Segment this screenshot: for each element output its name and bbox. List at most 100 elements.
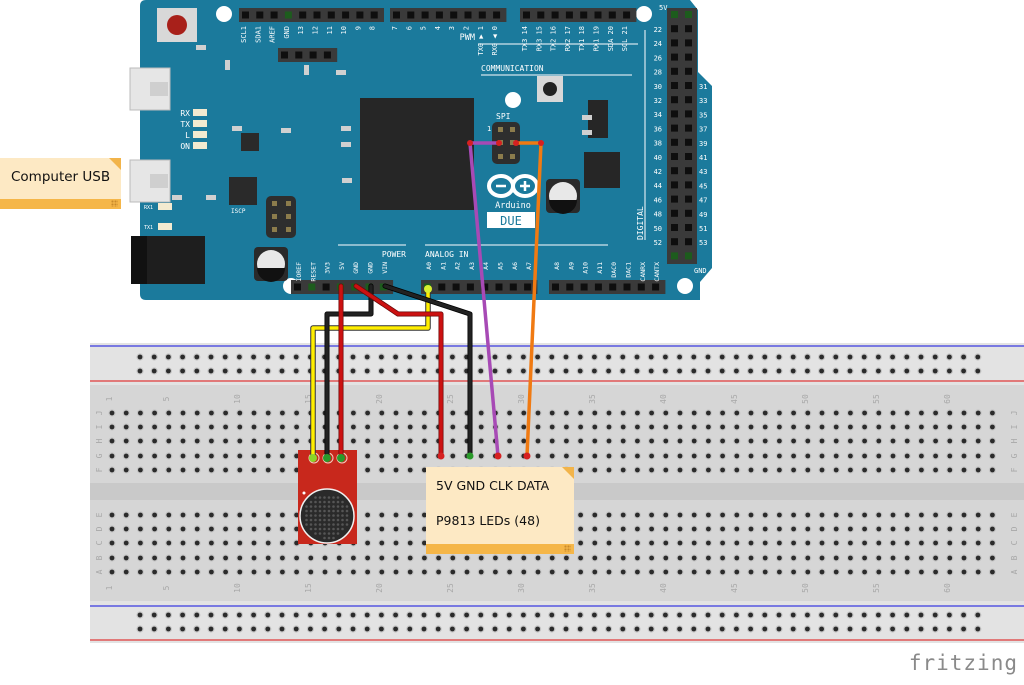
breadboard-hole [706, 453, 711, 459]
header-pin [671, 53, 678, 61]
breadboard-hole [564, 453, 569, 459]
rail-hole [748, 612, 753, 618]
breadboard-hole [805, 410, 811, 416]
breadboard-hole [848, 569, 853, 575]
rail-hole [833, 354, 839, 360]
column-label: 15 [304, 394, 313, 404]
breadboard-hole [209, 410, 214, 416]
rail-hole [734, 626, 739, 632]
breadboard-hole [109, 555, 115, 561]
breadboard-hole [407, 467, 413, 473]
header-pin [671, 39, 678, 47]
breadboard-hole [237, 512, 243, 518]
header-pin [552, 283, 559, 291]
breadboard-hole [393, 526, 399, 532]
rail-hole [904, 368, 910, 374]
rail-hole [776, 368, 782, 374]
breadboard-hole [762, 453, 768, 459]
breadboard-hole [223, 453, 229, 459]
breadboard-hole [720, 569, 725, 575]
wire-led-5v-core[interactable] [354, 284, 443, 458]
header-pin [685, 11, 692, 18]
analog-pin-label: A5 [497, 262, 505, 270]
power-jack-front [131, 236, 147, 284]
pin-label: 12 [312, 26, 320, 34]
breadboard-hole [521, 555, 527, 561]
rail-hole [563, 368, 569, 374]
breadboard-labels: 1155101015152020252530303535404045455050… [95, 394, 1019, 593]
rail-hole [265, 612, 271, 618]
pin-label: AREF [269, 26, 277, 43]
breadboard-hole [677, 453, 683, 459]
row-label: D [1010, 526, 1019, 531]
breadboard-hole [549, 424, 555, 430]
digital-pin-label: 36 [654, 125, 662, 133]
mesh-dot [309, 514, 313, 517]
rail-hole [861, 354, 867, 360]
breadboard-hole [833, 526, 839, 532]
wire-mic-gnd-core[interactable] [325, 284, 373, 460]
rail-hole [336, 626, 342, 632]
breadboard-hole [123, 453, 129, 459]
breadboard-hole [564, 555, 569, 561]
rail-hole [691, 354, 697, 360]
capacitor [254, 247, 288, 282]
rail-hole [975, 626, 981, 632]
breadboard-hole [223, 424, 229, 430]
rail-hole [975, 354, 981, 360]
mesh-dot [305, 518, 308, 522]
note-led-strip[interactable]: 5V GND CLK DATA P9813 LEDs (48) [426, 467, 574, 554]
rail-hole [364, 612, 370, 618]
breadboard-hole [138, 410, 143, 416]
wire-led-gnd-core[interactable] [383, 284, 472, 458]
header-pin [594, 283, 602, 291]
breadboard-hole [180, 569, 186, 575]
breadboard-hole [436, 569, 441, 575]
rail-hole [592, 354, 597, 360]
breadboard-hole [123, 512, 129, 518]
breadboard-hole [194, 410, 200, 416]
breadboard-hole [933, 438, 938, 444]
breadboard-hole [393, 512, 399, 518]
breadboard-hole [450, 424, 456, 430]
rail-hole [805, 368, 810, 374]
mesh-dot [341, 514, 344, 517]
rail-hole [861, 626, 867, 632]
arduino-logo: Arduino DUE [487, 174, 539, 228]
header-small [278, 48, 338, 62]
breadboard-hole [578, 540, 583, 546]
row-label: B [1010, 555, 1019, 560]
breadboard-hole [961, 438, 967, 444]
pin-label: TX2 16 [550, 26, 558, 51]
breadboard-hole [791, 410, 796, 416]
rail-hole [975, 368, 981, 374]
resize-grip-icon[interactable] [564, 545, 571, 552]
resize-grip-icon[interactable] [111, 200, 118, 207]
mesh-dot [323, 514, 326, 517]
breadboard-hole [975, 424, 981, 430]
breadboard-hole [919, 410, 924, 416]
header-pin [407, 11, 415, 19]
mesh-dot [336, 514, 340, 517]
breadboard-hole [947, 410, 953, 416]
mesh-dot [336, 509, 340, 513]
mesh-dot [332, 514, 335, 517]
mesh-dot [323, 509, 326, 513]
wire-mic-signal-to-A0-core[interactable] [311, 288, 430, 460]
digital-pin-label: 39 [699, 140, 707, 148]
breadboard-hole [748, 540, 754, 546]
analog-pin-label: A1 [439, 262, 447, 270]
rail-hole [166, 354, 171, 360]
breadboard-hole [265, 569, 271, 575]
breadboard-hole [535, 424, 541, 430]
breadboard-hole [507, 438, 512, 444]
rail-hole [876, 626, 881, 632]
rail-hole [876, 368, 881, 374]
note-computer-usb[interactable]: Computer USB [0, 158, 121, 209]
column-label: 55 [872, 583, 881, 593]
digital-5v-label: 5V [659, 4, 668, 12]
rail-hole [719, 354, 725, 360]
digital-gnd-label: GND [694, 267, 707, 275]
breadboard-hole [194, 540, 200, 546]
row-label: I [95, 424, 104, 429]
